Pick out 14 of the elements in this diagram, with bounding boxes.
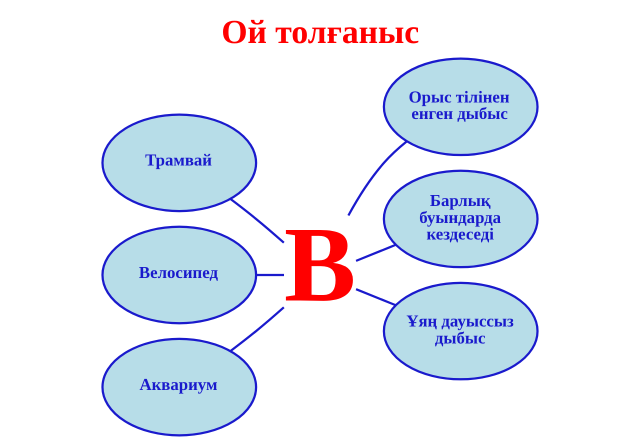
connector [256, 274, 284, 276]
node-ellipse: Аквариум [101, 338, 258, 436]
node-ellipse: Трамвай [101, 114, 258, 212]
connector [356, 288, 396, 306]
connector [230, 306, 285, 352]
node-ellipse: Барлық буындарда кездеседі [382, 170, 539, 268]
node-ellipse: Ұяң дауыссыз дыбыс [382, 282, 539, 380]
connector [356, 244, 396, 262]
connector [347, 140, 408, 216]
node-text: В [284, 206, 356, 325]
node-ellipse: Велосипед [101, 226, 258, 324]
node-ellipse: Орыс тілінен енген дыбыс [382, 58, 539, 156]
diagram-title: Ой толғаныс [221, 14, 420, 51]
connector [230, 198, 285, 244]
